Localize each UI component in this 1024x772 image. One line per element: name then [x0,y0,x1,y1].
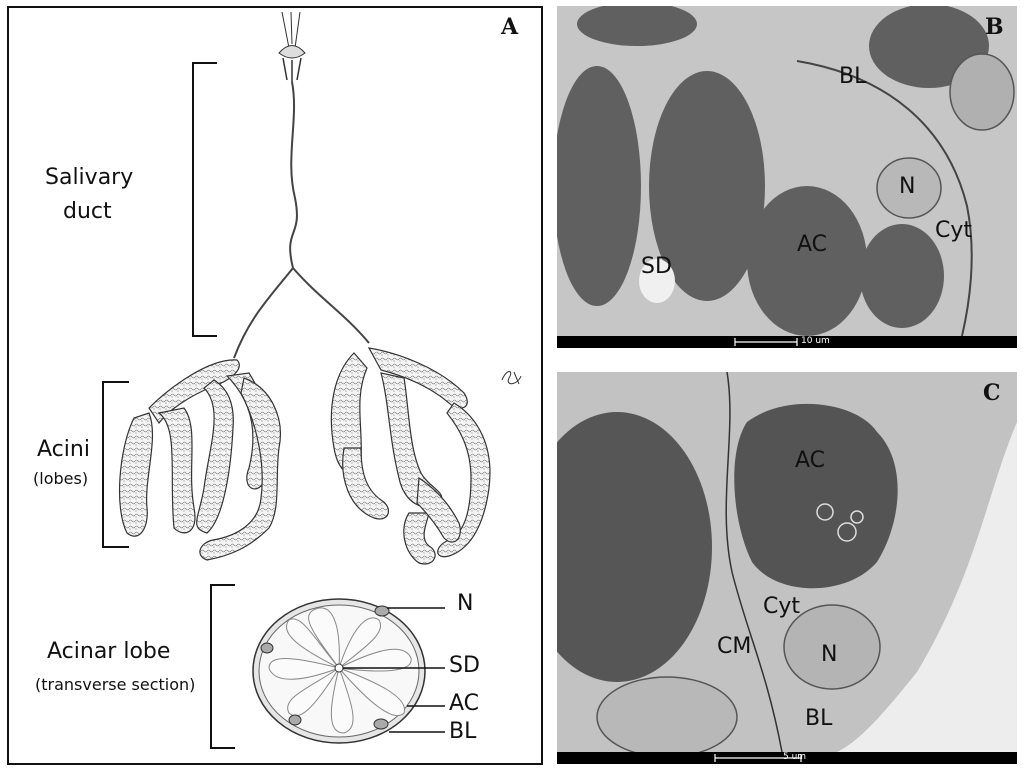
panel-a-letter: A [501,14,519,40]
panel-c-scale-label: 5 um [783,752,807,762]
salivary-gland-drawing [102,11,522,749]
acini-bracket [102,381,129,548]
panel-b-label-bl: BL [839,64,867,89]
panel-b-micrograph: B BL N Cyt AC SD 10 um [557,6,1017,348]
panel-b-label-sd: SD [641,254,672,279]
panel-c-micrograph: C AC Cyt CM N BL 5 um [557,372,1017,764]
tem-image-c [557,372,1017,764]
salivary-duct-label-line2: duct [63,199,112,224]
panel-c-letter: C [983,380,1001,406]
acini-sub-label: (lobes) [33,469,89,488]
panel-b-scale-label: 10 um [801,336,830,346]
right-acini-cluster [330,347,491,565]
panel-b-label-cyt: Cyt [935,218,973,243]
panel-c-label-ac: AC [795,448,826,473]
salivary-duct-bracket [192,62,217,337]
salivary-duct [233,81,370,359]
panel-c-label-cyt: Cyt [763,594,801,619]
artist-initials-mark [501,371,522,385]
acinar-lobe-section [252,598,426,744]
panel-c-label-n: N [821,642,838,667]
section-label-sd: SD [449,653,480,678]
section-leader-lines [343,607,445,733]
panel-b-letter: B [985,14,1004,40]
acinar-lobe-sub-label: (transverse section) [35,675,196,694]
section-label-n: N [457,591,474,616]
acini-label: Acini [37,437,90,462]
acinar-lobe-label: Acinar lobe [47,639,171,664]
mouthparts [278,11,306,82]
tem-image-b [557,6,1017,348]
section-label-bl: BL [449,719,477,744]
section-label-ac: AC [449,691,480,716]
panel-a-illustration: A Salivary duct Acini (lobes) Acinar lob… [7,6,543,765]
panel-c-label-cm: CM [717,634,752,659]
acinar-lobe-bracket [210,584,235,749]
panel-b-label-n: N [899,174,916,199]
panel-c-label-bl: BL [805,706,833,731]
salivary-duct-label-line1: Salivary [45,165,134,190]
left-acini-cluster [118,359,281,561]
panel-b-label-ac: AC [797,232,828,257]
